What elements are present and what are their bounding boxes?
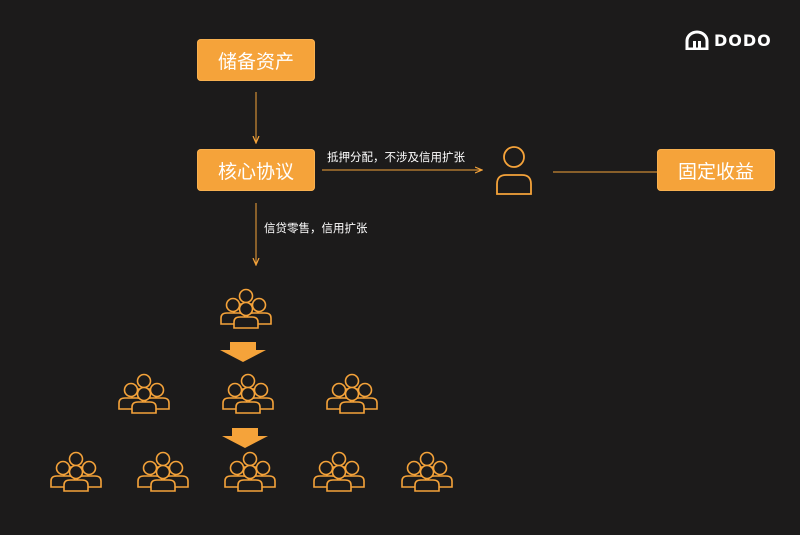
fixed-income-node: 固定收益 (657, 149, 775, 191)
core-protocol-node: 核心协议 (197, 149, 315, 191)
dodo-logo: DODO (684, 30, 772, 50)
crowd-icon-top (221, 290, 271, 329)
crowd-icon-mid-3 (327, 375, 377, 414)
crowd-icon-bottom-2 (138, 453, 188, 492)
crowd-icon-bottom-4 (314, 453, 364, 492)
collateral-edge-label: 抵押分配，不涉及信用扩张 (327, 150, 465, 164)
crowd-icon-mid-1 (119, 375, 169, 414)
crowd-icon-mid-2 (223, 375, 273, 414)
core-protocol-label: 核心协议 (217, 160, 294, 183)
dodo-logo-text: DODO (714, 30, 772, 50)
reserve-assets-node: 储备资产 (197, 39, 315, 81)
user-icon (496, 146, 532, 195)
reserve-assets-label: 储备资产 (217, 50, 294, 73)
expand-arrow-2 (222, 428, 268, 448)
crowd-icon-bottom-5 (402, 453, 452, 492)
dodo-logo-icon (685, 30, 709, 50)
crowd-icon-bottom-3 (225, 453, 275, 492)
lending-edge-label: 信贷零售，信用扩张 (264, 221, 368, 235)
crowd-icon-bottom-1 (51, 453, 101, 492)
expand-arrow-1 (220, 342, 266, 362)
fixed-income-label: 固定收益 (677, 160, 754, 183)
